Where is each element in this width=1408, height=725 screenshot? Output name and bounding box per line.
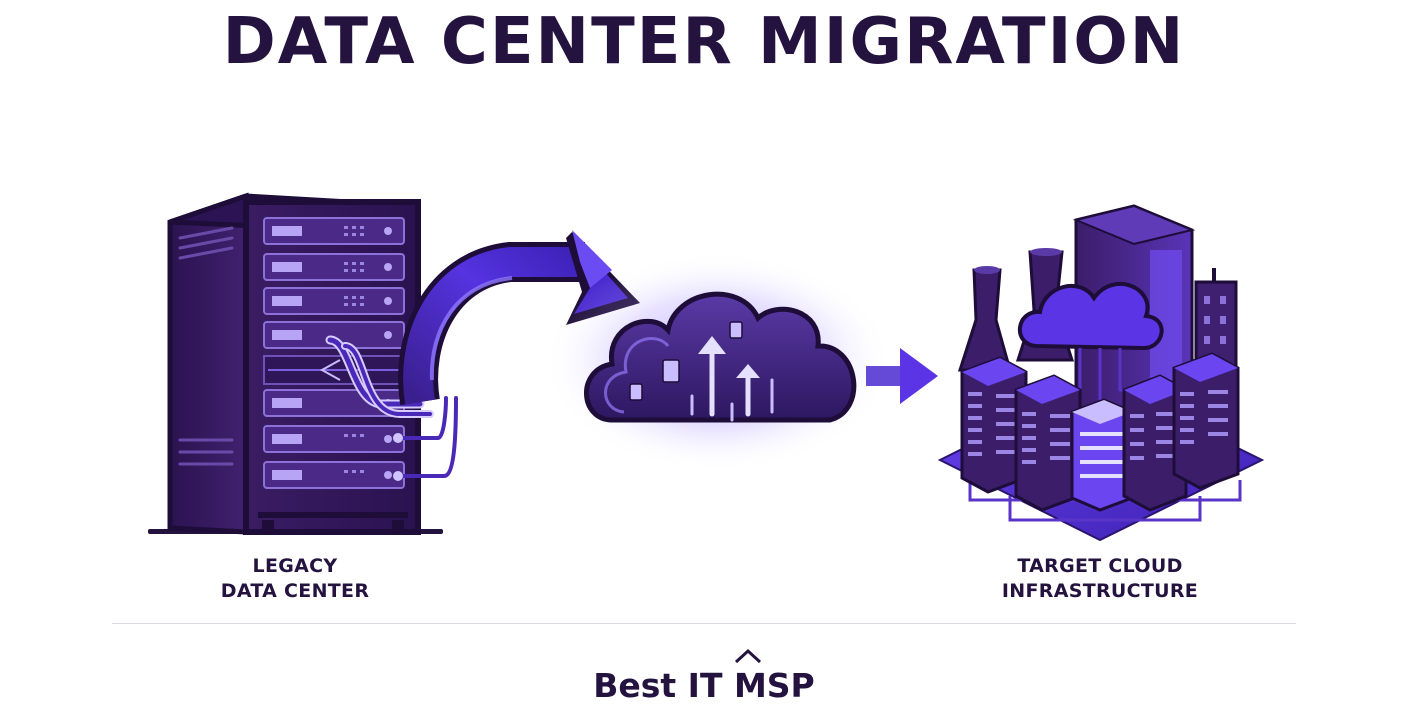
target-cloud-label: TARGET CLOUD INFRASTRUCTURE bbox=[960, 554, 1240, 604]
target-label-line2: INFRASTRUCTURE bbox=[1001, 580, 1199, 602]
page-title: DATA CENTER MIGRATION bbox=[222, 5, 1186, 79]
target-label-line1: TARGET CLOUD bbox=[1017, 555, 1183, 577]
server-rack-icon bbox=[148, 192, 443, 535]
cloud-infrastructure-icon bbox=[937, 204, 1265, 542]
legacy-data-center-label: LEGACY DATA CENTER bbox=[170, 554, 420, 604]
legacy-label-line1: LEGACY bbox=[252, 555, 338, 577]
brand-logo-text: Best IT MSP bbox=[593, 666, 815, 705]
footer-divider bbox=[112, 623, 1296, 624]
right-arrow-icon bbox=[866, 348, 938, 404]
cable-bundle bbox=[325, 335, 458, 481]
legacy-label-line2: DATA CENTER bbox=[220, 580, 370, 602]
cloud-upload-icon bbox=[543, 252, 893, 472]
caret-icon bbox=[734, 648, 762, 664]
